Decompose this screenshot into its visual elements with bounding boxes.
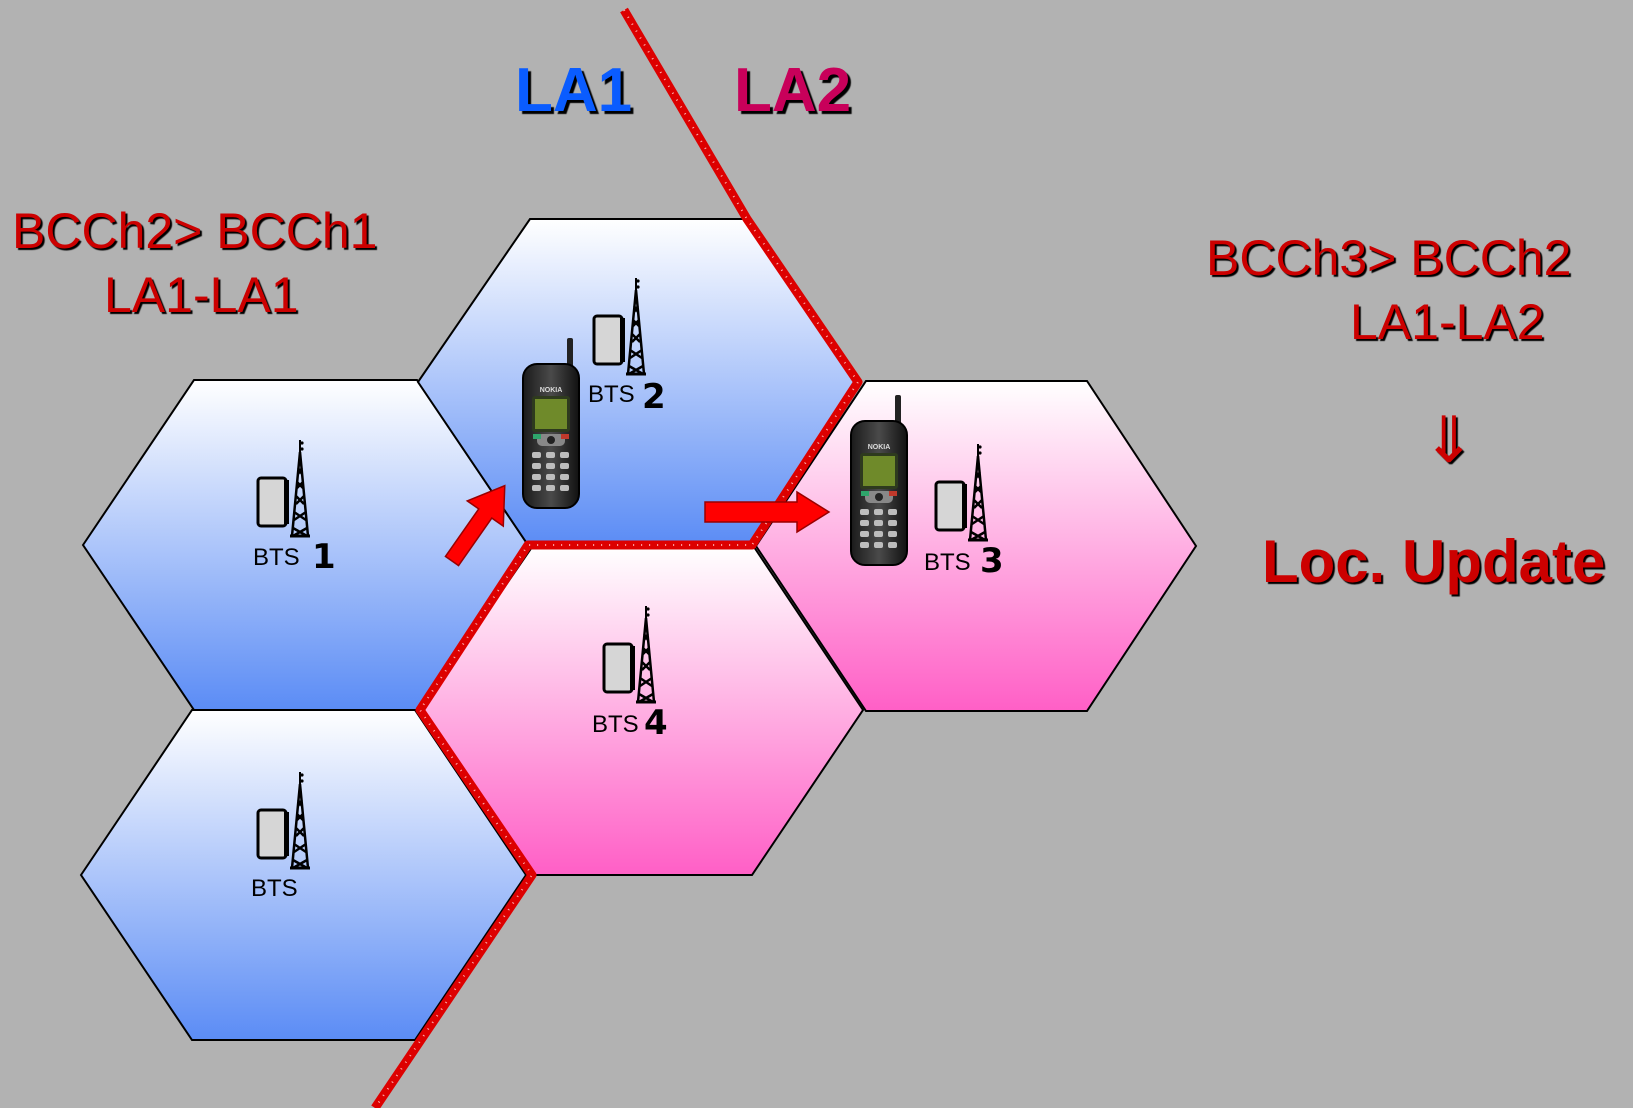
move-arrow-cell1-to-cell2 [444,484,506,567]
bts-label: BTS [592,711,639,738]
location-area-boundary [371,7,863,1108]
left-note-line2: LA1-LA1 [104,267,299,323]
bts-2: BTS 2 [588,276,666,417]
right-note-line1: BCCh3> BCCh2 [1206,230,1572,286]
bts-1: BTS 1 [253,438,336,577]
bts-number: 3 [980,541,1004,581]
implies-arrow-icon: ⇓ [1422,404,1476,476]
bts-label: BTS [251,875,298,902]
bts-4: BTS 4 [592,604,668,743]
location-area-2-label: LA2 [734,56,852,125]
move-arrow-cell2-to-cell3 [704,490,831,534]
location-area-1-label: LA1 [515,56,633,125]
bts-label: BTS [253,544,300,571]
phone-brand: NOKIA [868,444,891,451]
bts-number: 4 [644,703,668,743]
bts-label: BTS [924,549,971,576]
location-update-label: Loc. Update [1262,528,1606,595]
right-note-line2: LA1-LA2 [1350,294,1545,350]
left-note-line1: BCCh2> BCCh1 [12,203,378,259]
cell-bts5 [79,709,528,1041]
bts-3: BTS 3 [924,442,1004,581]
bts-number: 1 [312,537,336,577]
phone-brand: NOKIA [540,387,563,394]
mobile-phone-in-cell-2: NOKIA [522,337,580,509]
bts-number: 2 [642,377,666,417]
bts-label: BTS [588,381,635,408]
bts-5: BTS [251,770,312,902]
mobile-phone-in-cell-3: NOKIA [850,394,908,566]
